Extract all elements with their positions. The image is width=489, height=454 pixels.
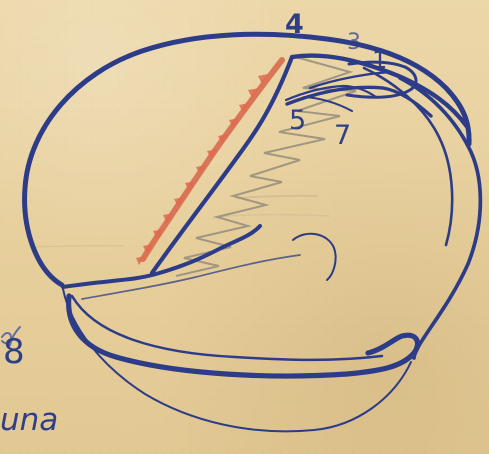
label-5: 5 [289, 105, 306, 136]
label-3: 3 [347, 30, 361, 55]
label-1: 1 [372, 46, 387, 74]
margin-word: una [0, 402, 58, 438]
margin-letter: 8 [3, 332, 25, 372]
label-7: 7 [334, 120, 351, 151]
label-4: 4 [285, 9, 304, 40]
